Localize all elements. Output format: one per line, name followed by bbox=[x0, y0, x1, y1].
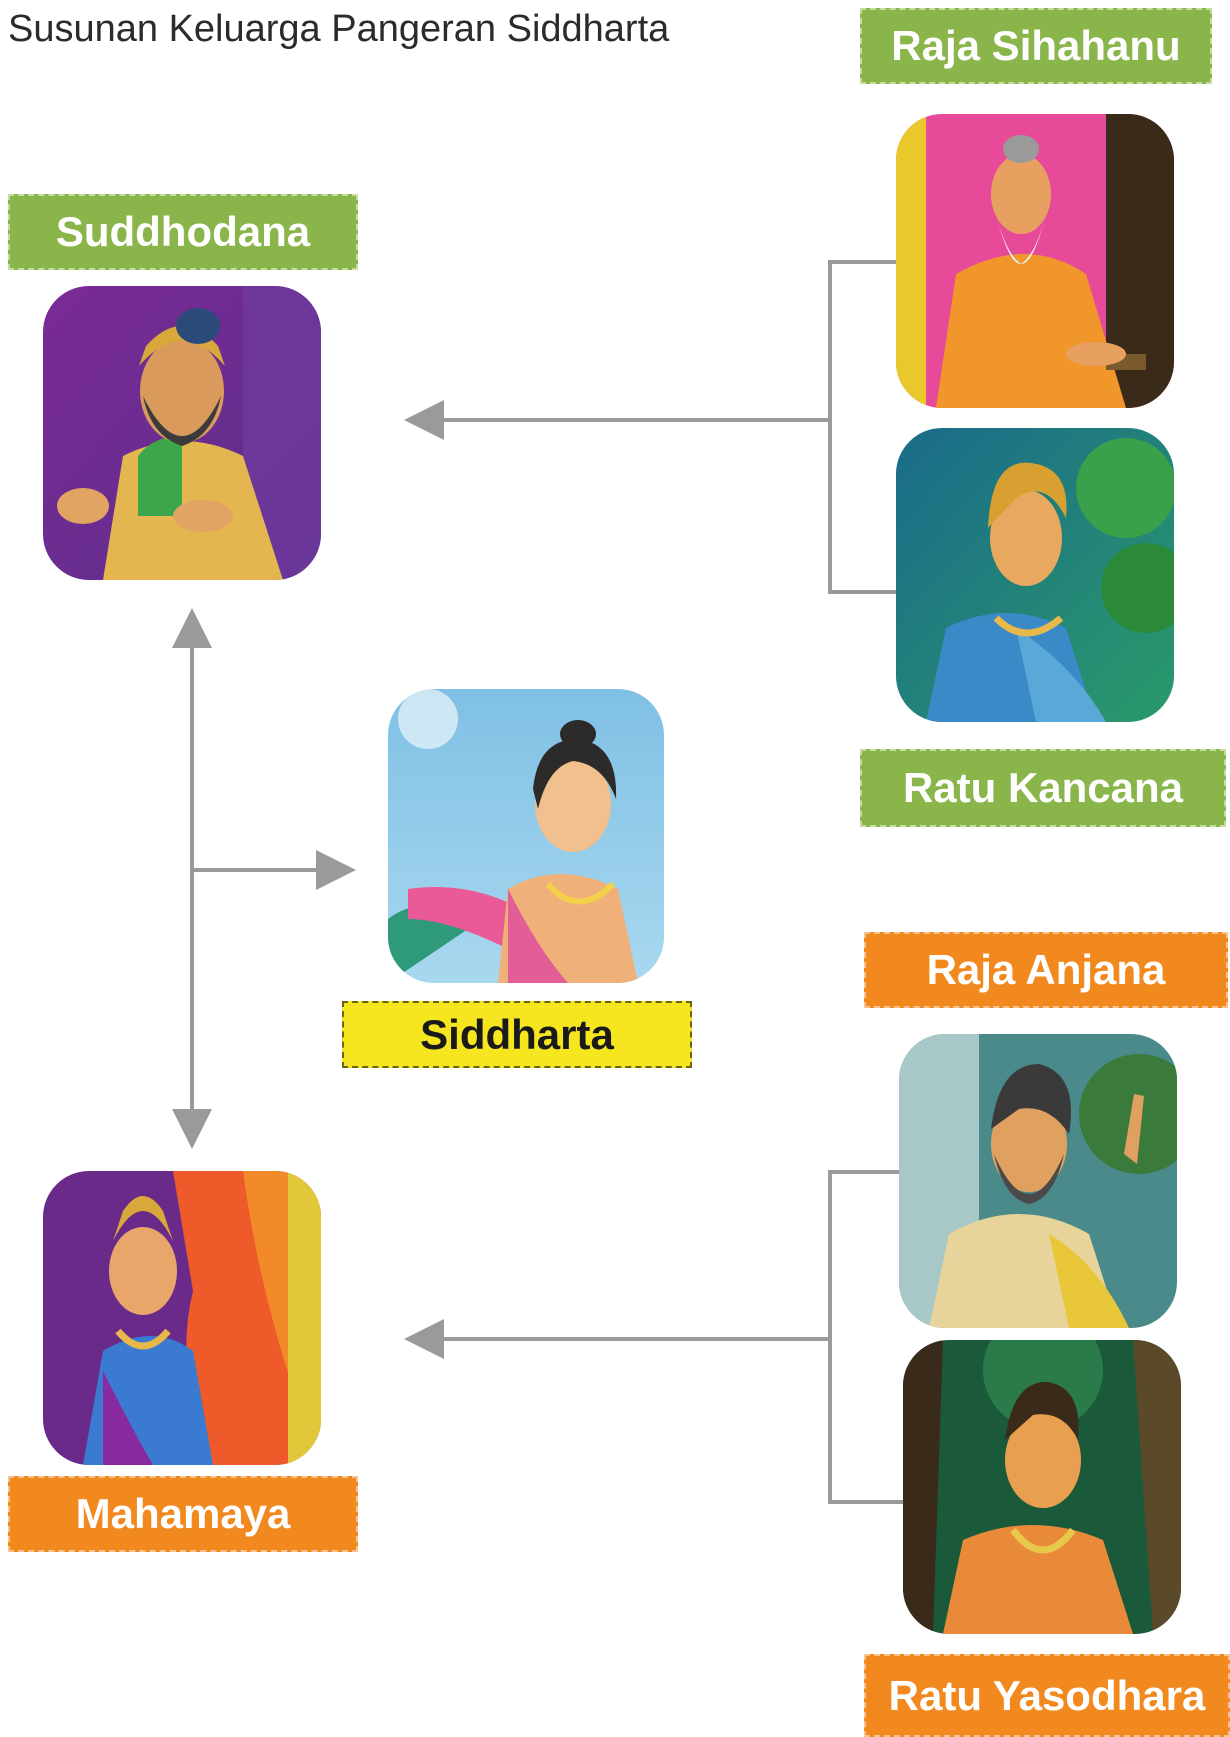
paternal-bracket bbox=[828, 260, 905, 594]
portrait-sihahanu bbox=[896, 114, 1174, 408]
label-suddhodana: Suddhodana bbox=[8, 194, 358, 270]
queen-portrait-image bbox=[43, 1171, 321, 1465]
diagram-title: Susunan Keluarga Pangeran Siddharta bbox=[8, 8, 670, 50]
portrait-mahamaya bbox=[43, 1171, 321, 1465]
prince-portrait-image bbox=[388, 689, 664, 983]
portrait-suddhodana bbox=[43, 286, 321, 580]
king-portrait-image bbox=[43, 286, 321, 580]
portrait-yasodhara bbox=[903, 1340, 1181, 1634]
maternal-bracket bbox=[828, 1170, 905, 1504]
label-yasodhara: Ratu Yasodhara bbox=[864, 1654, 1230, 1737]
portrait-siddharta bbox=[388, 689, 664, 983]
maternal-grandfather-portrait-image bbox=[899, 1034, 1177, 1328]
label-sihahanu: Raja Sihahanu bbox=[860, 8, 1212, 84]
label-mahamaya: Mahamaya bbox=[8, 1476, 358, 1552]
grandmother-portrait-image bbox=[896, 428, 1174, 722]
label-siddharta: Siddharta bbox=[342, 1001, 692, 1068]
portrait-kancana bbox=[896, 428, 1174, 722]
grandfather-portrait-image bbox=[896, 114, 1174, 408]
portrait-anjana bbox=[899, 1034, 1177, 1328]
label-kancana: Ratu Kancana bbox=[860, 749, 1226, 827]
maternal-grandmother-portrait-image bbox=[903, 1340, 1181, 1634]
label-anjana: Raja Anjana bbox=[864, 932, 1228, 1008]
